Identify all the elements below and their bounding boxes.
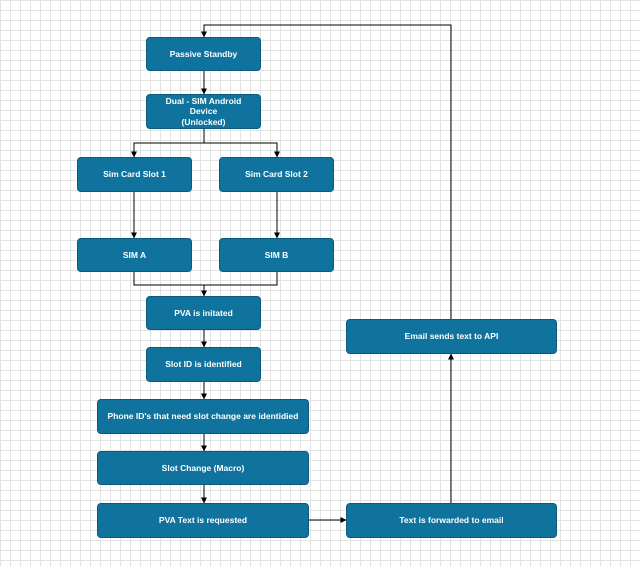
pva-initiated-node[interactable]: PVA is initated — [146, 296, 261, 330]
pva-text-requested-node[interactable]: PVA Text is requested — [97, 503, 309, 538]
connector-sima-merge — [133, 272, 204, 286]
arrow-email-to-standby — [201, 24, 452, 319]
slot-id-identified-node[interactable]: Slot ID is identified — [146, 347, 261, 382]
connector-simb-merge — [204, 272, 278, 286]
sim-a-node[interactable]: SIM A — [77, 238, 192, 272]
email-sends-to-api-node[interactable]: Email sends text to API — [346, 319, 557, 354]
phone-ids-node[interactable]: Phone ID's that need slot change are ide… — [97, 399, 309, 434]
arrow-device-to-slot1 — [131, 129, 205, 158]
passive-standby-node[interactable]: Passive Standby — [146, 37, 261, 71]
dual-sim-device-node[interactable]: Dual - SIM Android Device (Unlocked) — [146, 94, 261, 129]
slot-change-node[interactable]: Slot Change (Macro) — [97, 451, 309, 485]
sim-card-slot-2-node[interactable]: Sim Card Slot 2 — [219, 157, 334, 192]
text-forwarded-node[interactable]: Text is forwarded to email — [346, 503, 557, 538]
sim-card-slot-1-node[interactable]: Sim Card Slot 1 — [77, 157, 192, 192]
sim-b-node[interactable]: SIM B — [219, 238, 334, 272]
arrow-device-to-slot2 — [204, 142, 280, 158]
